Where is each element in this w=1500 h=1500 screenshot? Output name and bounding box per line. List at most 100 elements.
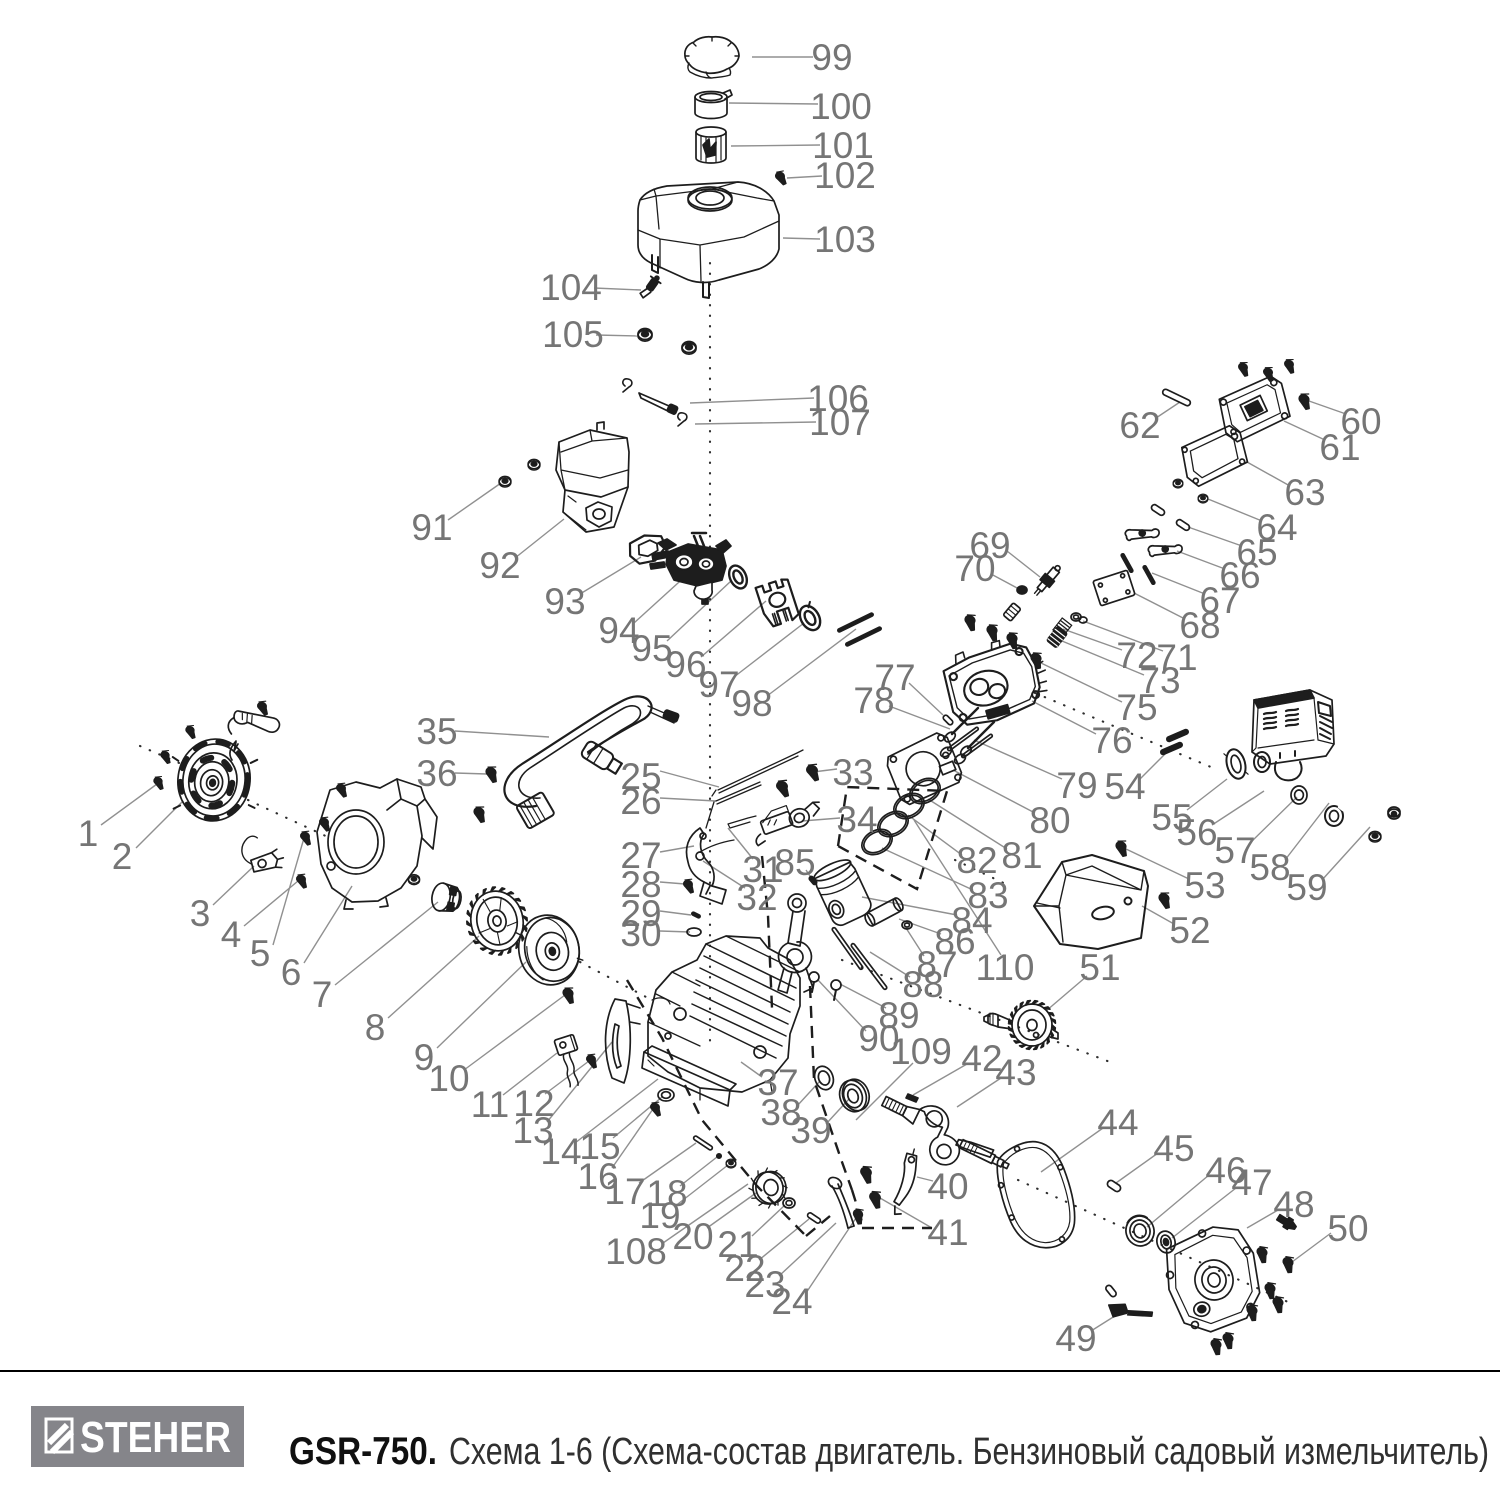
svg-text:77: 77 <box>874 657 915 698</box>
svg-text:34: 34 <box>836 799 877 840</box>
svg-text:STEHER: STEHER <box>80 1413 231 1462</box>
svg-text:87: 87 <box>916 944 957 985</box>
svg-text:42: 42 <box>961 1038 1002 1079</box>
svg-text:32: 32 <box>736 877 777 918</box>
svg-text:16: 16 <box>577 1156 618 1197</box>
svg-text:78: 78 <box>853 680 894 721</box>
svg-text:55: 55 <box>1151 797 1192 838</box>
svg-text:9: 9 <box>414 1037 435 1078</box>
svg-text:62: 62 <box>1119 405 1160 446</box>
svg-text:44: 44 <box>1097 1102 1138 1143</box>
svg-text:50: 50 <box>1327 1208 1368 1249</box>
svg-text:14: 14 <box>540 1131 581 1172</box>
svg-text:103: 103 <box>814 219 876 260</box>
svg-text:57: 57 <box>1214 830 1255 871</box>
svg-text:46: 46 <box>1205 1150 1246 1191</box>
svg-text:19: 19 <box>639 1195 680 1236</box>
svg-text:40: 40 <box>927 1166 968 1207</box>
svg-text:104: 104 <box>540 267 602 308</box>
svg-text:25: 25 <box>620 756 661 797</box>
svg-text:60: 60 <box>1340 401 1381 442</box>
svg-text:71: 71 <box>1156 637 1197 678</box>
svg-text:107: 107 <box>809 402 871 443</box>
svg-text:11: 11 <box>471 1084 509 1125</box>
svg-text:45: 45 <box>1153 1128 1194 1169</box>
svg-text:21: 21 <box>717 1224 758 1265</box>
svg-text:31: 31 <box>742 849 783 890</box>
svg-text:97: 97 <box>698 664 739 705</box>
svg-text:110: 110 <box>976 947 1035 988</box>
svg-text:5: 5 <box>250 933 271 974</box>
svg-text:84: 84 <box>951 900 992 941</box>
svg-text:67: 67 <box>1199 580 1240 621</box>
svg-text:61: 61 <box>1319 427 1360 468</box>
svg-text:63: 63 <box>1284 472 1325 513</box>
svg-text:3: 3 <box>190 893 211 934</box>
svg-text:52: 52 <box>1169 910 1210 951</box>
svg-text:30: 30 <box>620 913 661 954</box>
svg-text:37: 37 <box>757 1062 798 1103</box>
svg-text:105: 105 <box>542 314 604 355</box>
svg-text:2: 2 <box>112 836 133 877</box>
svg-text:88: 88 <box>902 964 943 1005</box>
svg-text:70: 70 <box>954 548 995 589</box>
svg-text:106: 106 <box>807 378 869 419</box>
svg-text:12: 12 <box>513 1083 554 1124</box>
svg-text:82: 82 <box>956 840 997 881</box>
svg-text:53: 53 <box>1184 865 1225 906</box>
svg-text:18: 18 <box>646 1173 687 1214</box>
svg-text:58: 58 <box>1249 847 1290 888</box>
svg-text:79: 79 <box>1056 765 1097 806</box>
svg-text:41: 41 <box>927 1212 968 1253</box>
svg-text:28: 28 <box>620 864 661 905</box>
svg-text:33: 33 <box>832 752 873 793</box>
svg-text:83: 83 <box>967 875 1008 916</box>
svg-text:17: 17 <box>604 1171 645 1212</box>
svg-text:91: 91 <box>411 507 452 548</box>
svg-text:73: 73 <box>1139 660 1180 701</box>
svg-text:22: 22 <box>724 1248 765 1289</box>
svg-text:108: 108 <box>605 1231 667 1272</box>
svg-text:47: 47 <box>1231 1162 1272 1203</box>
svg-text:65: 65 <box>1236 532 1277 573</box>
svg-text:39: 39 <box>790 1110 831 1151</box>
svg-text:51: 51 <box>1079 947 1120 988</box>
svg-text:72: 72 <box>1116 635 1157 676</box>
svg-text:98: 98 <box>731 683 772 724</box>
svg-text:102: 102 <box>814 155 876 196</box>
svg-text:56: 56 <box>1176 812 1217 853</box>
svg-text:66: 66 <box>1219 555 1260 596</box>
svg-text:89: 89 <box>878 995 919 1036</box>
svg-text:23: 23 <box>744 1264 785 1305</box>
svg-text:92: 92 <box>479 545 520 586</box>
svg-text:80: 80 <box>1029 800 1070 841</box>
svg-text:27: 27 <box>620 835 661 876</box>
svg-text:90: 90 <box>858 1018 899 1059</box>
svg-text:24: 24 <box>771 1281 812 1322</box>
svg-text:GSR-750.: GSR-750. <box>289 1430 437 1473</box>
svg-text:59: 59 <box>1286 867 1327 908</box>
svg-text:95: 95 <box>631 628 672 669</box>
svg-text:13: 13 <box>512 1110 553 1151</box>
svg-text:49: 49 <box>1055 1318 1096 1359</box>
svg-text:86: 86 <box>934 921 975 962</box>
svg-text:Схема 1-6 (Схема-состав двигат: Схема 1-6 (Схема-состав двигатель. Бензи… <box>449 1431 1489 1473</box>
svg-text:10: 10 <box>428 1058 469 1099</box>
svg-text:6: 6 <box>281 952 302 993</box>
svg-text:68: 68 <box>1179 605 1220 646</box>
svg-text:99: 99 <box>811 37 852 78</box>
svg-text:96: 96 <box>665 644 706 685</box>
svg-text:100: 100 <box>810 86 872 127</box>
svg-text:38: 38 <box>760 1092 801 1133</box>
svg-text:8: 8 <box>365 1007 386 1048</box>
svg-text:35: 35 <box>416 711 457 752</box>
svg-text:48: 48 <box>1273 1184 1314 1225</box>
svg-text:101: 101 <box>812 125 874 166</box>
svg-text:36: 36 <box>416 753 457 794</box>
svg-text:54: 54 <box>1104 766 1145 807</box>
svg-text:4: 4 <box>221 914 242 955</box>
svg-text:15: 15 <box>579 1126 620 1167</box>
svg-text:29: 29 <box>620 893 661 934</box>
svg-text:75: 75 <box>1116 687 1157 728</box>
svg-text:69: 69 <box>969 525 1010 566</box>
